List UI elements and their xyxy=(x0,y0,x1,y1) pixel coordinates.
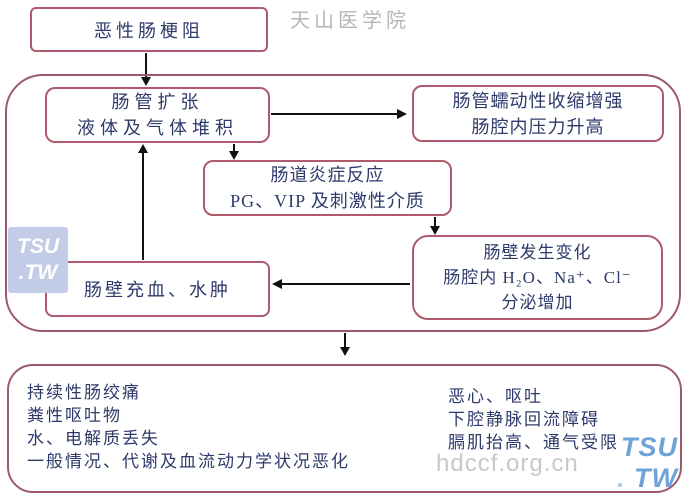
node-peristaltic-contraction: 肠管蠕动性收缩增强 肠腔内压力升高 xyxy=(412,85,664,142)
node-text-line3: 分泌增加 xyxy=(501,293,574,312)
node-text-line1: 肠道炎症反应 xyxy=(270,165,385,185)
watermark-site-url: hdccf.org.cn xyxy=(436,450,579,477)
arrow-dilation-to-peristalsis-head xyxy=(397,109,407,119)
arrow-dilation-to-inflammation-line xyxy=(233,144,235,152)
symptoms-column-right: 恶心、呕吐 下腔静脉回流障碍 膈肌抬高、通气受限 xyxy=(448,385,619,454)
arrow-dilation-to-inflammation-head xyxy=(229,151,239,160)
arrow-cycle-to-symptoms-head xyxy=(340,347,350,356)
node-text-line2: 肠腔内压力升高 xyxy=(471,116,605,137)
tsu-tw-badge-left: TSU .TW xyxy=(8,227,68,293)
arrow-congestion-to-dilation-line xyxy=(142,152,144,260)
symptom-item: 粪性呕吐物 xyxy=(27,406,122,425)
symptom-item: 持续性肠绞痛 xyxy=(27,383,141,402)
node-inflammatory-response: 肠道炎症反应 PG、VIP 及刺激性介质 xyxy=(203,160,452,216)
arrow-wallchange-to-congestion-line xyxy=(281,283,410,285)
node-text-line2: 肠腔内 H₂O、Na⁺、Cl⁻ xyxy=(443,268,632,287)
tsu-logo-dot: . xyxy=(616,463,626,493)
node-intestinal-wall-change: 肠壁发生变化 肠腔内 H₂O、Na⁺、Cl⁻ 分泌增加 xyxy=(412,235,663,320)
symptom-item: 下腔静脉回流障碍 xyxy=(448,410,600,429)
node-text-line1: 肠管蠕动性收缩增强 xyxy=(452,90,624,111)
tsu-logo-line2: . TW xyxy=(617,463,678,494)
arrow-start-to-dilation-line xyxy=(145,53,147,78)
node-text-line2: 液体及气体堆积 xyxy=(77,118,238,138)
symptom-item: 水、电解质丢失 xyxy=(27,429,160,448)
tsu-badge-line2: .TW xyxy=(18,261,58,284)
tsu-badge-line1: TSU xyxy=(17,235,59,258)
tsu-logo-tw: TW xyxy=(634,463,678,493)
node-text-line2: PG、VIP 及刺激性介质 xyxy=(230,191,425,211)
arrow-inflammation-to-wallchange-line xyxy=(434,217,436,227)
arrow-dilation-to-peristalsis-line xyxy=(271,113,398,115)
node-text: 肠壁充血、水肿 xyxy=(84,280,231,300)
node-intestinal-dilation: 肠管扩张 液体及气体堆积 xyxy=(45,87,270,143)
tsu-tw-logo-bottom-right: TSU . TW xyxy=(617,432,678,494)
symptoms-container-box xyxy=(7,364,682,493)
arrow-wallchange-to-congestion-head xyxy=(272,279,282,289)
tsu-logo-line1: TSU xyxy=(621,432,678,462)
symptom-item: 膈肌抬高、通气受限 xyxy=(448,433,619,452)
node-text-line1: 肠壁发生变化 xyxy=(483,243,592,262)
symptom-item: 恶心、呕吐 xyxy=(448,387,543,406)
symptoms-column-left: 持续性肠绞痛 粪性呕吐物 水、电解质丢失 一般情况、代谢及血流动力学状况恶化 xyxy=(27,381,350,473)
node-text-line1: 肠管扩张 xyxy=(111,92,204,112)
arrow-inflammation-to-wallchange-head xyxy=(430,226,440,235)
arrow-start-to-dilation-head xyxy=(141,77,151,86)
cycle-container-box xyxy=(5,74,681,332)
symptom-item: 一般情况、代谢及血流动力学状况恶化 xyxy=(27,452,350,471)
arrow-congestion-to-dilation-head xyxy=(138,144,148,153)
watermark-school-name: 天山医学院 xyxy=(290,10,410,32)
arrow-cycle-to-symptoms-line xyxy=(344,333,346,348)
node-malignant-bowel-obstruction: 恶性肠梗阻 xyxy=(30,7,268,52)
node-text: 恶性肠梗阻 xyxy=(94,20,204,41)
node-wall-congestion-edema: 肠壁充血、水肿 xyxy=(45,261,270,317)
